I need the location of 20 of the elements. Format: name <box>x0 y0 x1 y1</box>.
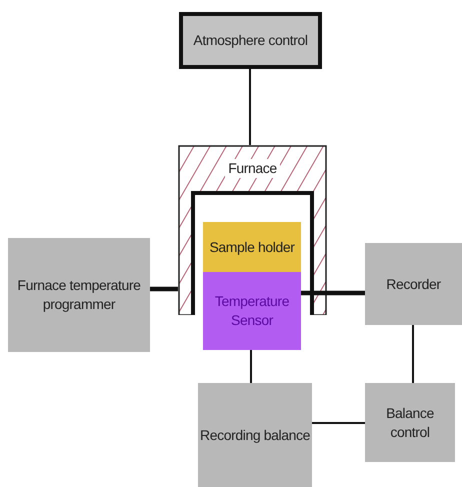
box-label: Recorder <box>386 274 441 294</box>
connector-line <box>249 69 251 145</box>
connector-line <box>312 422 365 424</box>
box-label: Temperature Sensor <box>214 292 290 330</box>
control-box <box>179 12 322 69</box>
process-box <box>8 238 150 352</box>
connector-line <box>412 325 414 383</box>
process-box <box>198 383 312 487</box>
box-label: Furnace temperature programmer <box>16 276 142 314</box>
sensor-box <box>203 272 301 350</box>
box-label: Atmosphere control <box>193 31 308 50</box>
process-box <box>365 243 462 325</box>
box-label: Sample holder <box>209 238 295 256</box>
sample-holder-box <box>203 222 301 272</box>
connector-line <box>150 286 178 292</box>
box-label: Recording balance <box>200 426 310 444</box>
furnace-label: Furnace <box>225 159 280 178</box>
box-label: Balance control <box>385 404 435 442</box>
process-box <box>365 383 455 462</box>
connector-line <box>250 350 252 383</box>
